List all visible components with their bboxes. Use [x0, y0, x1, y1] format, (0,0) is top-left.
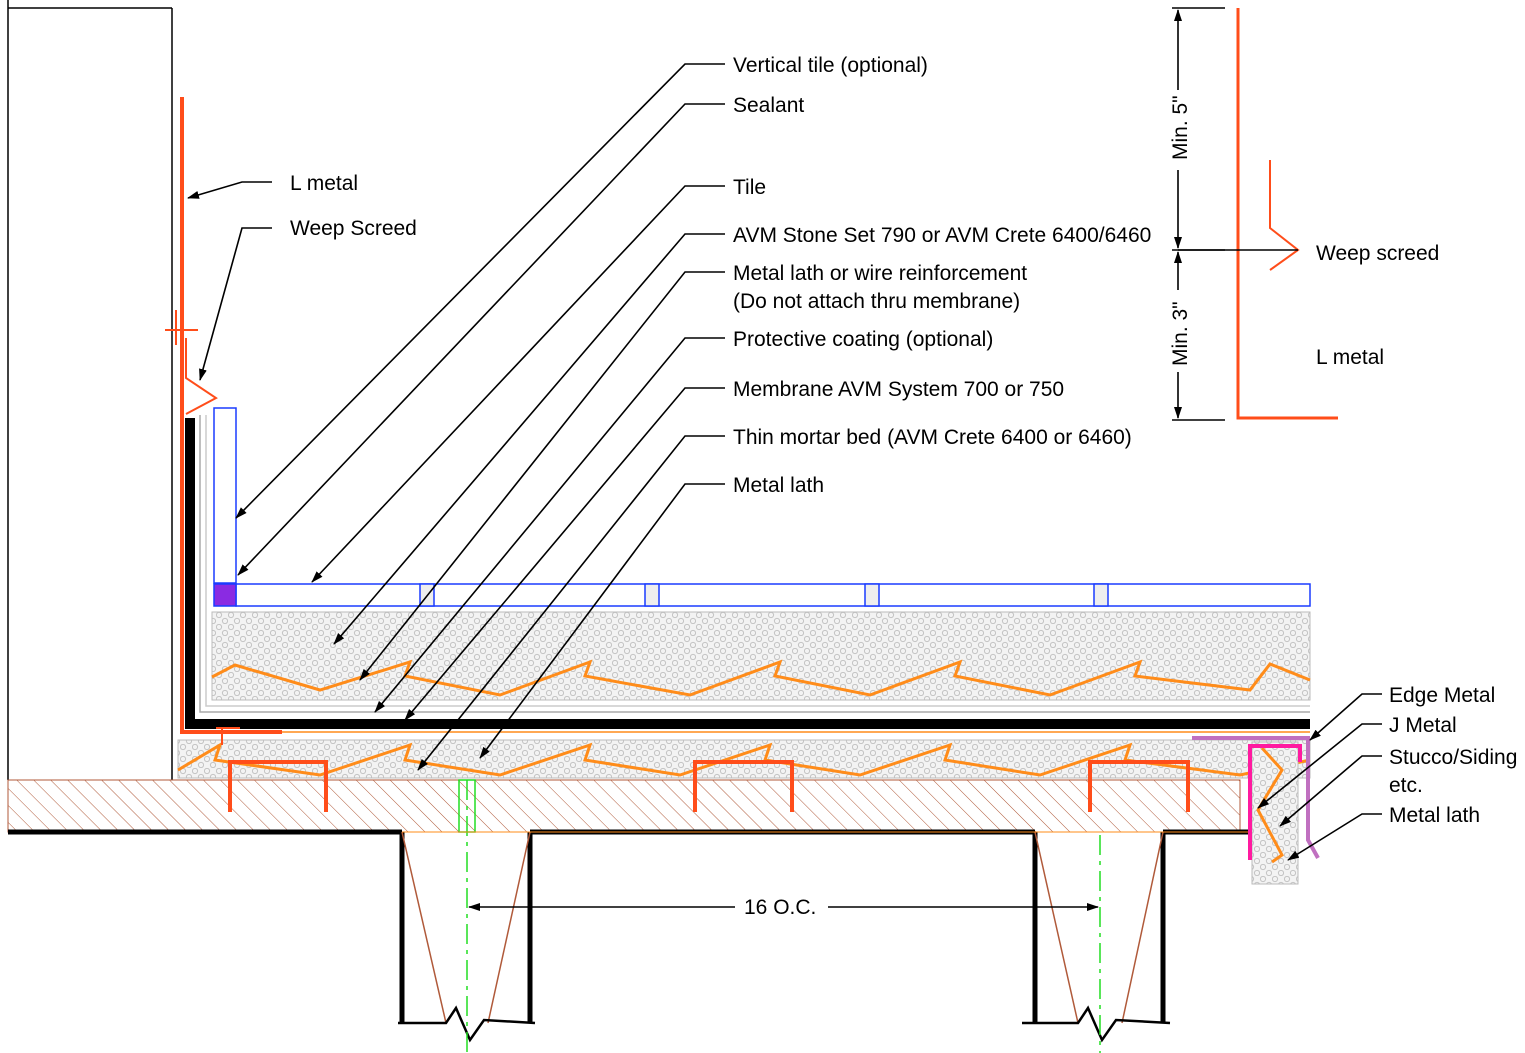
stucco-label-line1: Stucco/Siding	[1389, 746, 1517, 769]
thin-mortar-bed	[177, 739, 1311, 779]
lath-clips	[228, 760, 1190, 812]
stucco-label-line2: etc.	[1389, 774, 1423, 797]
vertical-tile-label: Vertical tile (optional)	[733, 54, 928, 77]
spacing-dimension: 16 O.C.	[468, 896, 1099, 919]
inset-weep-screed	[1269, 160, 1300, 271]
joist-right	[1022, 831, 1171, 1043]
protective-coating-label: Protective coating (optional)	[733, 328, 993, 351]
stucco-siding	[1251, 741, 1299, 885]
callout-labels: Vertical tile (optional) Sealant Tile AV…	[290, 54, 1517, 827]
upper-mortar-bed	[211, 611, 1311, 701]
edge-metal	[1192, 736, 1320, 859]
lath-or-wire-label-line1: Metal lath or wire reinforcement	[733, 262, 1027, 285]
membrane-label: Membrane AVM System 700 or 750	[733, 378, 1064, 401]
vertical-tile	[213, 407, 237, 584]
min-5-label: Min. 5"	[1169, 95, 1192, 160]
j-metal	[1248, 744, 1302, 860]
upper-metal-lath	[211, 659, 1311, 697]
tile-label: Tile	[733, 176, 766, 199]
j-metal-label: J Metal	[1389, 714, 1457, 737]
callout-leaders	[187, 63, 1382, 861]
substrate-plywood	[7, 779, 1241, 833]
spacing-label: 16 O.C.	[744, 896, 816, 919]
l-metal-flashing	[180, 97, 282, 734]
lath-or-wire-label-line2: (Do not attach thru membrane)	[733, 290, 1020, 313]
metal-lath-label: Metal lath	[733, 474, 824, 497]
metal-lath-right-label: Metal lath	[1389, 804, 1480, 827]
weep-screed-left	[165, 310, 240, 745]
l-metal-left-label: L metal	[290, 172, 358, 195]
wall	[7, 0, 173, 780]
mortar-label: AVM Stone Set 790 or AVM Crete 6400/6460	[733, 224, 1151, 247]
joist-left	[8, 829, 1250, 1043]
weep-screed-left-label: Weep Screed	[290, 217, 417, 240]
sealant-joint	[213, 583, 237, 607]
edge-metal-label: Edge Metal	[1389, 684, 1495, 707]
l-metal-right-label: L metal	[1316, 346, 1384, 369]
sealant-label: Sealant	[733, 94, 804, 117]
thin-mortar-bed-label: Thin mortar bed (AVM Crete 6400 or 6460)	[733, 426, 1132, 449]
weep-screed-right-label: Weep screed	[1316, 242, 1439, 265]
inset-detail: Min. 5" Min. 3" Weep screed L metal	[1169, 7, 1439, 421]
min-3-label: Min. 3"	[1169, 301, 1192, 366]
inset-l-metal	[1236, 8, 1338, 420]
membrane	[180, 415, 1310, 733]
